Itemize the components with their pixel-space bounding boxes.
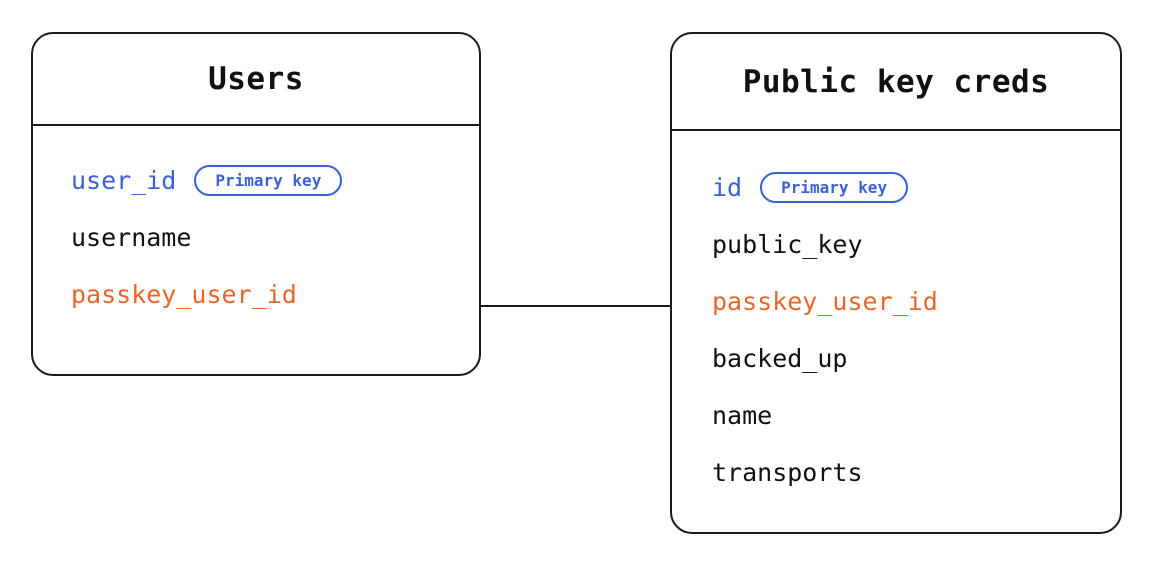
field-row[interactable]: user_id Primary key bbox=[71, 152, 479, 209]
field-name-passkey-user-id: passkey_user_id bbox=[712, 287, 938, 316]
entity-public-key-creds[interactable]: Public key creds id Primary key public_k… bbox=[670, 32, 1122, 534]
field-name-user-id: user_id bbox=[71, 166, 177, 195]
entity-users[interactable]: Users user_id Primary key username passk… bbox=[31, 32, 481, 376]
entity-public-key-creds-header: Public key creds bbox=[672, 34, 1120, 131]
primary-key-badge: Primary key bbox=[760, 172, 909, 203]
field-row[interactable]: passkey_user_id bbox=[712, 273, 1120, 330]
entity-public-key-creds-field-list: id Primary key public_key passkey_user_i… bbox=[672, 133, 1120, 501]
field-row[interactable]: transports bbox=[712, 444, 1120, 501]
primary-key-badge: Primary key bbox=[194, 165, 343, 196]
entity-users-title: Users bbox=[208, 61, 304, 97]
field-row[interactable]: public_key bbox=[712, 216, 1120, 273]
field-name-transports: transports bbox=[712, 458, 863, 487]
field-row[interactable]: passkey_user_id bbox=[71, 266, 479, 323]
field-row[interactable]: backed_up bbox=[712, 330, 1120, 387]
field-name-passkey-user-id: passkey_user_id bbox=[71, 280, 297, 309]
field-name-public-key: public_key bbox=[712, 230, 863, 259]
field-name-username: username bbox=[71, 223, 192, 252]
relationship-line-users-to-public-key-creds bbox=[479, 305, 672, 307]
field-name-id: id bbox=[712, 173, 743, 202]
entity-users-header: Users bbox=[33, 34, 479, 126]
field-name-name: name bbox=[712, 401, 773, 430]
entity-users-field-list: user_id Primary key username passkey_use… bbox=[33, 128, 479, 323]
field-row[interactable]: name bbox=[712, 387, 1120, 444]
field-row[interactable]: id Primary key bbox=[712, 159, 1120, 216]
field-name-backed-up: backed_up bbox=[712, 344, 848, 373]
entity-public-key-creds-title: Public key creds bbox=[742, 63, 1050, 100]
field-row[interactable]: username bbox=[71, 209, 479, 266]
